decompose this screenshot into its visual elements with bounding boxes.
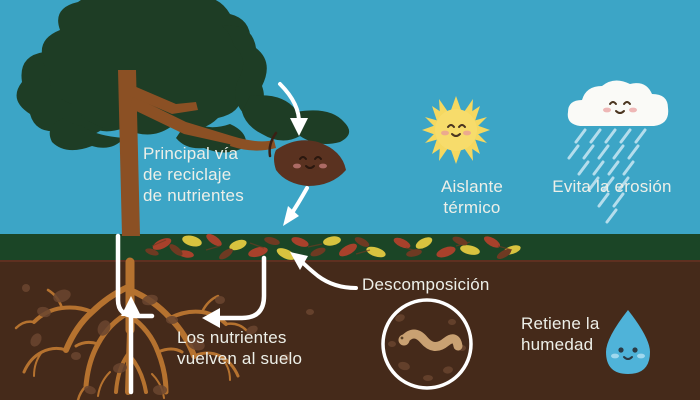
leaf-litter — [145, 233, 521, 260]
tree-branch-right — [130, 96, 238, 146]
sun-kawaii-icon — [422, 96, 490, 164]
worm-eye — [400, 336, 404, 340]
worm-body — [399, 329, 463, 351]
arrow-root-hook — [115, 233, 155, 319]
tree-canopy-lobe-right — [222, 25, 267, 114]
water-droplet-kawaii-icon — [606, 310, 650, 374]
arrow-leaf-to-litter-head — [283, 206, 299, 226]
tree-canopy-wisp-right — [242, 95, 306, 141]
tree-canopy-lobe-left — [16, 52, 104, 137]
tree-icon — [16, 0, 350, 236]
rain-cloud-kawaii-icon — [567, 80, 669, 224]
leaf-stem — [268, 131, 278, 158]
rain-drops — [567, 128, 647, 224]
tree-canopy-bottom-left — [49, 118, 124, 151]
tree-trunk — [118, 70, 140, 236]
arrow-nutrients-return — [213, 255, 267, 321]
leaf-body — [274, 140, 346, 186]
tree-canopy — [37, 0, 255, 135]
falling-leaf-kawaii-icon — [268, 131, 346, 186]
arrow-up-trunk-head — [121, 296, 141, 316]
tree-branch-upper-right — [130, 86, 198, 114]
label-decomposition: Descomposición — [362, 275, 490, 294]
tree-canopy-tuft-far-right — [296, 110, 350, 144]
worm-circle-outline — [381, 298, 473, 390]
cloud-body — [567, 80, 669, 126]
arrow-nutrients-head — [202, 308, 220, 328]
worm-head — [398, 334, 410, 346]
label-nutrient-recycling: Principal vía de reciclaje de nutrientes — [143, 144, 244, 205]
label-moisture-retention: Retiene la humedad — [521, 314, 600, 354]
sun-rays — [422, 96, 490, 164]
leaf-face — [293, 156, 327, 169]
sun-face — [441, 124, 471, 137]
droplet-face — [611, 347, 645, 360]
label-thermal-insulation: Aislante térmico — [440, 177, 504, 217]
arrow-decomposition-head — [290, 252, 308, 270]
cloud-face — [603, 101, 637, 114]
arrow-decomposition — [298, 258, 358, 290]
label-erosion-prevention: Evita la erosión — [552, 177, 672, 196]
earthworm-icon — [381, 298, 473, 390]
label-nutrients-return: Los nutrientes vuelven al suelo — [177, 328, 303, 368]
soil-pebbles — [22, 284, 314, 395]
arrow-leaf-fall-top-head — [290, 118, 308, 136]
tree-branch-right-tip — [230, 136, 276, 151]
sun-disc — [435, 109, 477, 151]
droplet-body — [606, 310, 650, 374]
